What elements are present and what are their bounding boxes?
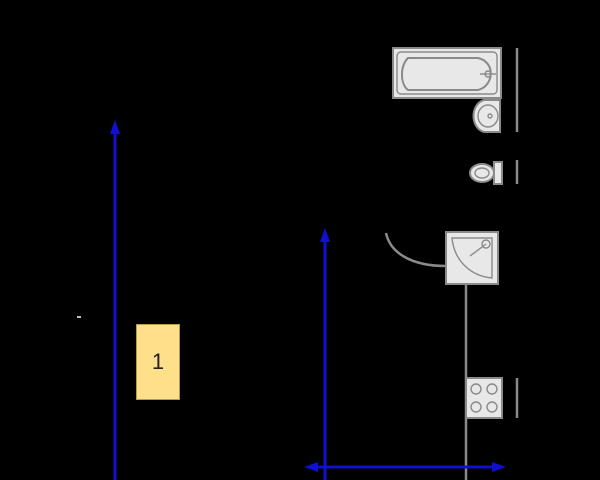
axis-left xyxy=(110,120,120,480)
door-swing xyxy=(384,232,447,268)
room-number-label: 1 xyxy=(136,324,180,400)
bathtub-icon xyxy=(392,47,502,99)
axis-horizontal xyxy=(304,462,506,472)
room-number: 1 xyxy=(151,349,165,374)
axis-right xyxy=(320,228,330,480)
sink-icon xyxy=(472,99,501,133)
toilet-icon xyxy=(469,161,503,185)
shower-icon xyxy=(445,231,499,285)
stove-icon xyxy=(465,377,503,419)
